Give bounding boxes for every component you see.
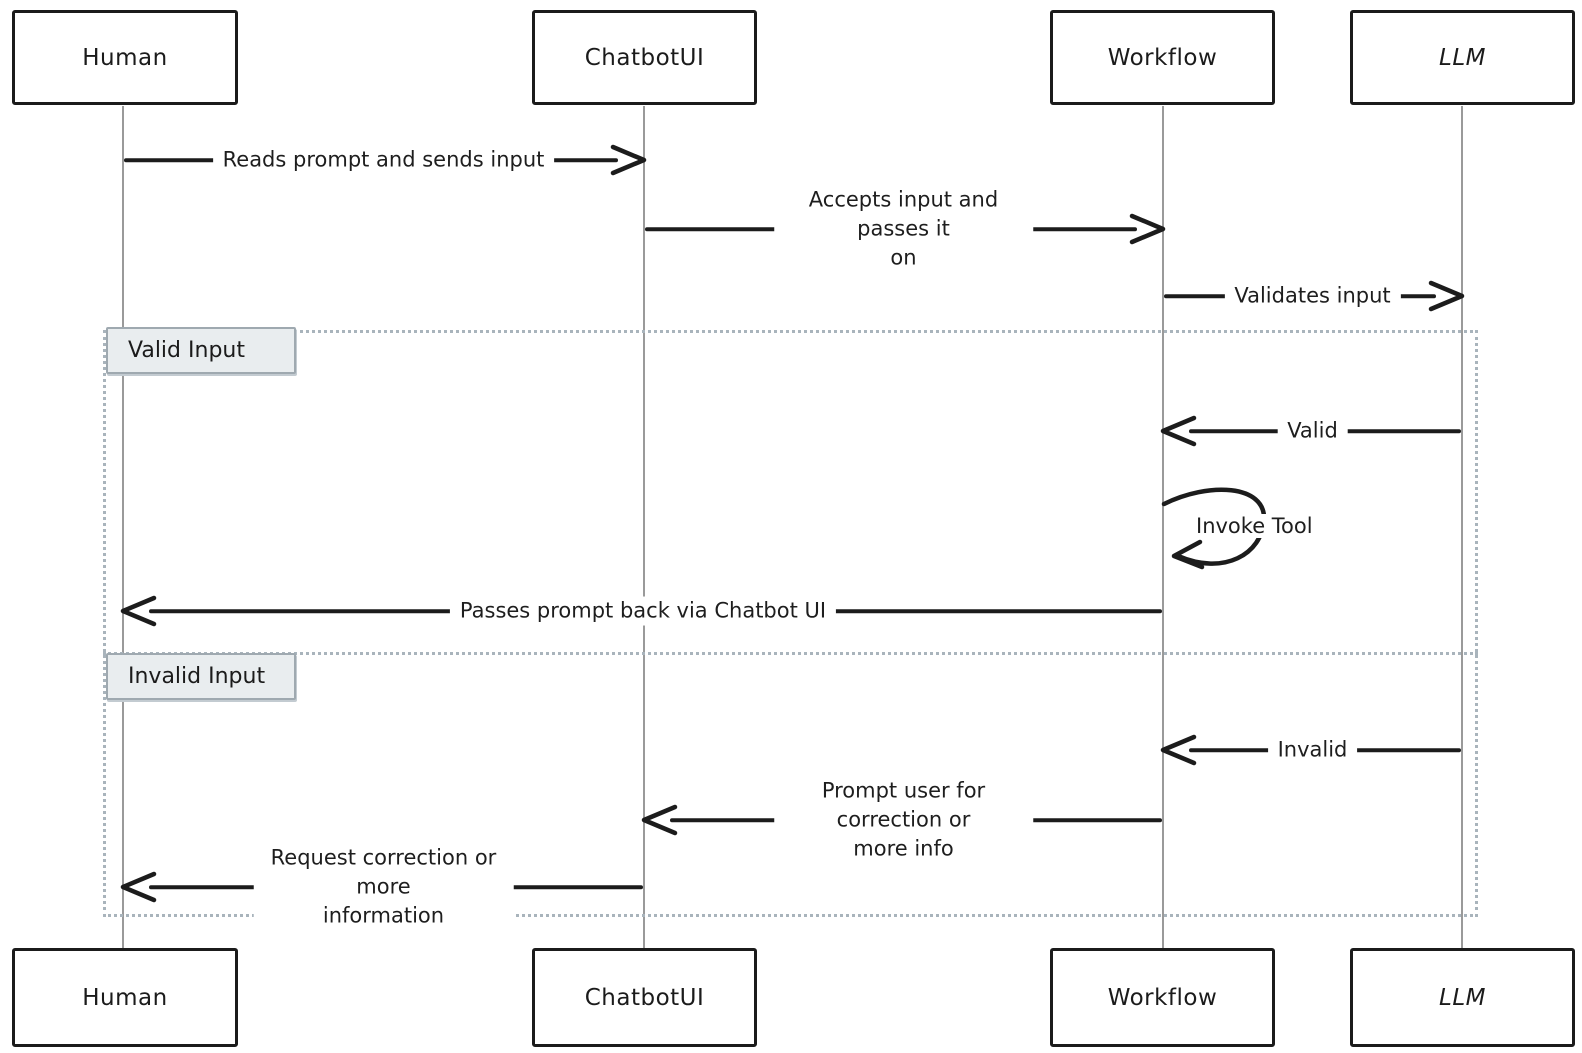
message-label: Request correction or more information	[253, 843, 514, 931]
message-accepts-input: Accepts input and passes it on	[644, 185, 1166, 273]
arrowhead-right-icon	[1129, 213, 1166, 245]
participant-box-llm-bottom: LLM	[1350, 948, 1575, 1047]
message-invoke-tool-label: Invoke Tool	[1188, 514, 1321, 538]
participant-box-human-top: Human	[12, 10, 238, 105]
section-label-valid-input: Valid Input	[106, 327, 296, 374]
lifeline-chatbotui	[643, 106, 645, 948]
arrowhead-left-icon	[120, 595, 157, 627]
message-label: Accepts input and passes it on	[773, 185, 1034, 273]
message-reads-prompt: Reads prompt and sends input	[123, 130, 647, 190]
participant-name: Workflow	[1107, 44, 1218, 71]
participant-box-chatbotui-top: ChatbotUI	[532, 10, 757, 105]
participant-box-workflow-top: Workflow	[1050, 10, 1275, 105]
message-label: Invalid	[1267, 735, 1358, 765]
participant-box-chatbotui-bottom: ChatbotUI	[532, 948, 757, 1047]
message-label: Prompt user for correction or more info	[773, 776, 1034, 864]
arrowhead-right-icon	[610, 144, 647, 176]
section-label-invalid-input: Invalid Input	[106, 653, 296, 700]
participant-box-human-bottom: Human	[12, 948, 238, 1047]
lifeline-human	[122, 106, 124, 948]
message-label: Validates input	[1224, 281, 1401, 311]
participant-name: Human	[82, 44, 168, 71]
section-label-text: Valid Input	[128, 338, 245, 363]
participant-name: ChatbotUI	[584, 44, 705, 71]
arrowhead-left-icon	[120, 871, 157, 903]
message-label: Valid	[1277, 416, 1348, 446]
section-label-text: Invalid Input	[128, 664, 266, 689]
arrowhead-right-icon	[1428, 280, 1465, 312]
message-label: Passes prompt back via Chatbot UI	[449, 596, 837, 626]
participant-name: LLM	[1439, 44, 1486, 71]
participant-name: Workflow	[1107, 984, 1218, 1011]
arrowhead-left-icon	[641, 804, 678, 836]
lifeline-llm	[1461, 106, 1463, 948]
message-valid-response: Valid	[1160, 401, 1462, 461]
message-passes-prompt-back: Passes prompt back via Chatbot UI	[120, 581, 1163, 641]
participant-box-workflow-bottom: Workflow	[1050, 948, 1275, 1047]
message-prompt-user-correction: Prompt user for correction or more info	[641, 776, 1163, 864]
participant-name: Human	[82, 984, 168, 1011]
arrowhead-left-icon	[1160, 415, 1197, 447]
arrowhead-left-icon	[1160, 734, 1197, 766]
participant-name: LLM	[1439, 984, 1486, 1011]
alt-frame	[103, 330, 1478, 917]
message-validates-input: Validates input	[1163, 266, 1465, 326]
message-request-correction: Request correction or more information	[120, 843, 644, 931]
alt-frame-divider	[103, 652, 1478, 655]
participant-name: ChatbotUI	[584, 984, 705, 1011]
lifeline-workflow	[1162, 106, 1164, 948]
message-label: Reads prompt and sends input	[212, 145, 555, 175]
participant-box-llm-top: LLM	[1350, 10, 1575, 105]
message-invalid-response: Invalid	[1160, 720, 1462, 780]
